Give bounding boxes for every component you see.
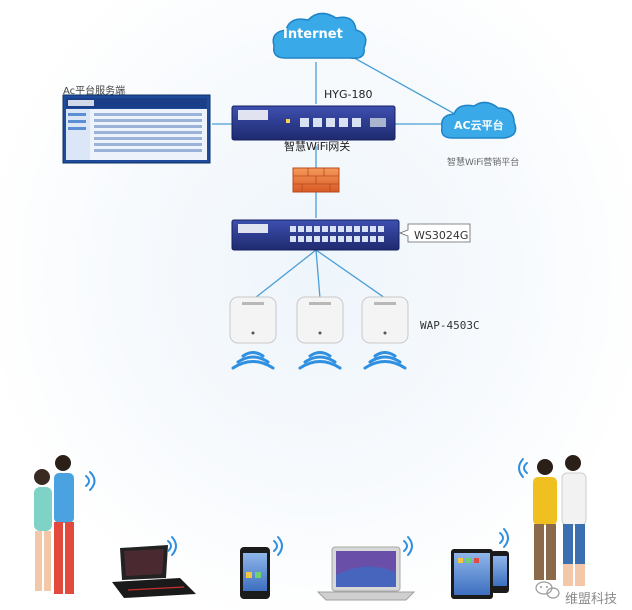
wechat-icon — [535, 581, 560, 599]
switch-icon — [231, 219, 400, 251]
link-internet-accloud — [339, 49, 463, 119]
wifi-icon — [403, 536, 413, 556]
ac-cloud-icon — [440, 101, 517, 139]
link-switch-ap1 — [254, 249, 317, 299]
server-label: Ac平台服务端 — [63, 86, 126, 97]
gateway-model-label: HYG-180 — [324, 88, 373, 101]
wifi-icon — [85, 471, 96, 491]
link-switch-ap3 — [315, 249, 386, 299]
monitor-icon — [62, 94, 211, 164]
access-point-icon — [229, 296, 277, 344]
laptop-icon — [316, 546, 416, 601]
access-point-icon — [296, 296, 344, 344]
link-switch-ap2 — [315, 249, 321, 299]
firewall-icon — [292, 167, 340, 193]
wifi-icon — [499, 528, 509, 548]
watermark-label: 维盟科技 — [565, 592, 618, 607]
internet-cloud-icon — [272, 12, 367, 60]
wifi-icon — [363, 351, 407, 370]
ap-model-label: WAP-4503C — [420, 319, 480, 332]
gateway-router-icon — [231, 105, 396, 141]
phone-icon — [491, 551, 509, 593]
wifi-platform-label: 智慧WiFi营销平台 — [447, 158, 520, 168]
people-icon — [533, 455, 587, 586]
ac-cloud-label: AC云平台 — [454, 119, 504, 132]
wifi-icon — [231, 351, 275, 370]
wifi-icon — [298, 351, 342, 370]
switch-callout — [398, 223, 471, 243]
phone-icon — [240, 547, 270, 599]
access-point-icon — [361, 296, 409, 344]
tablet-icon — [451, 549, 493, 599]
gateway-name-label: 智慧WiFi网关 — [284, 140, 351, 153]
people-icon — [34, 455, 74, 594]
wifi-icon — [273, 536, 283, 556]
wifi-icon — [518, 458, 528, 478]
switch-model-label: WS3024G — [414, 229, 469, 242]
wifi-icon — [167, 536, 177, 556]
internet-label: Internet — [283, 27, 343, 42]
laptop-icon — [112, 545, 196, 598]
links — [212, 49, 463, 299]
